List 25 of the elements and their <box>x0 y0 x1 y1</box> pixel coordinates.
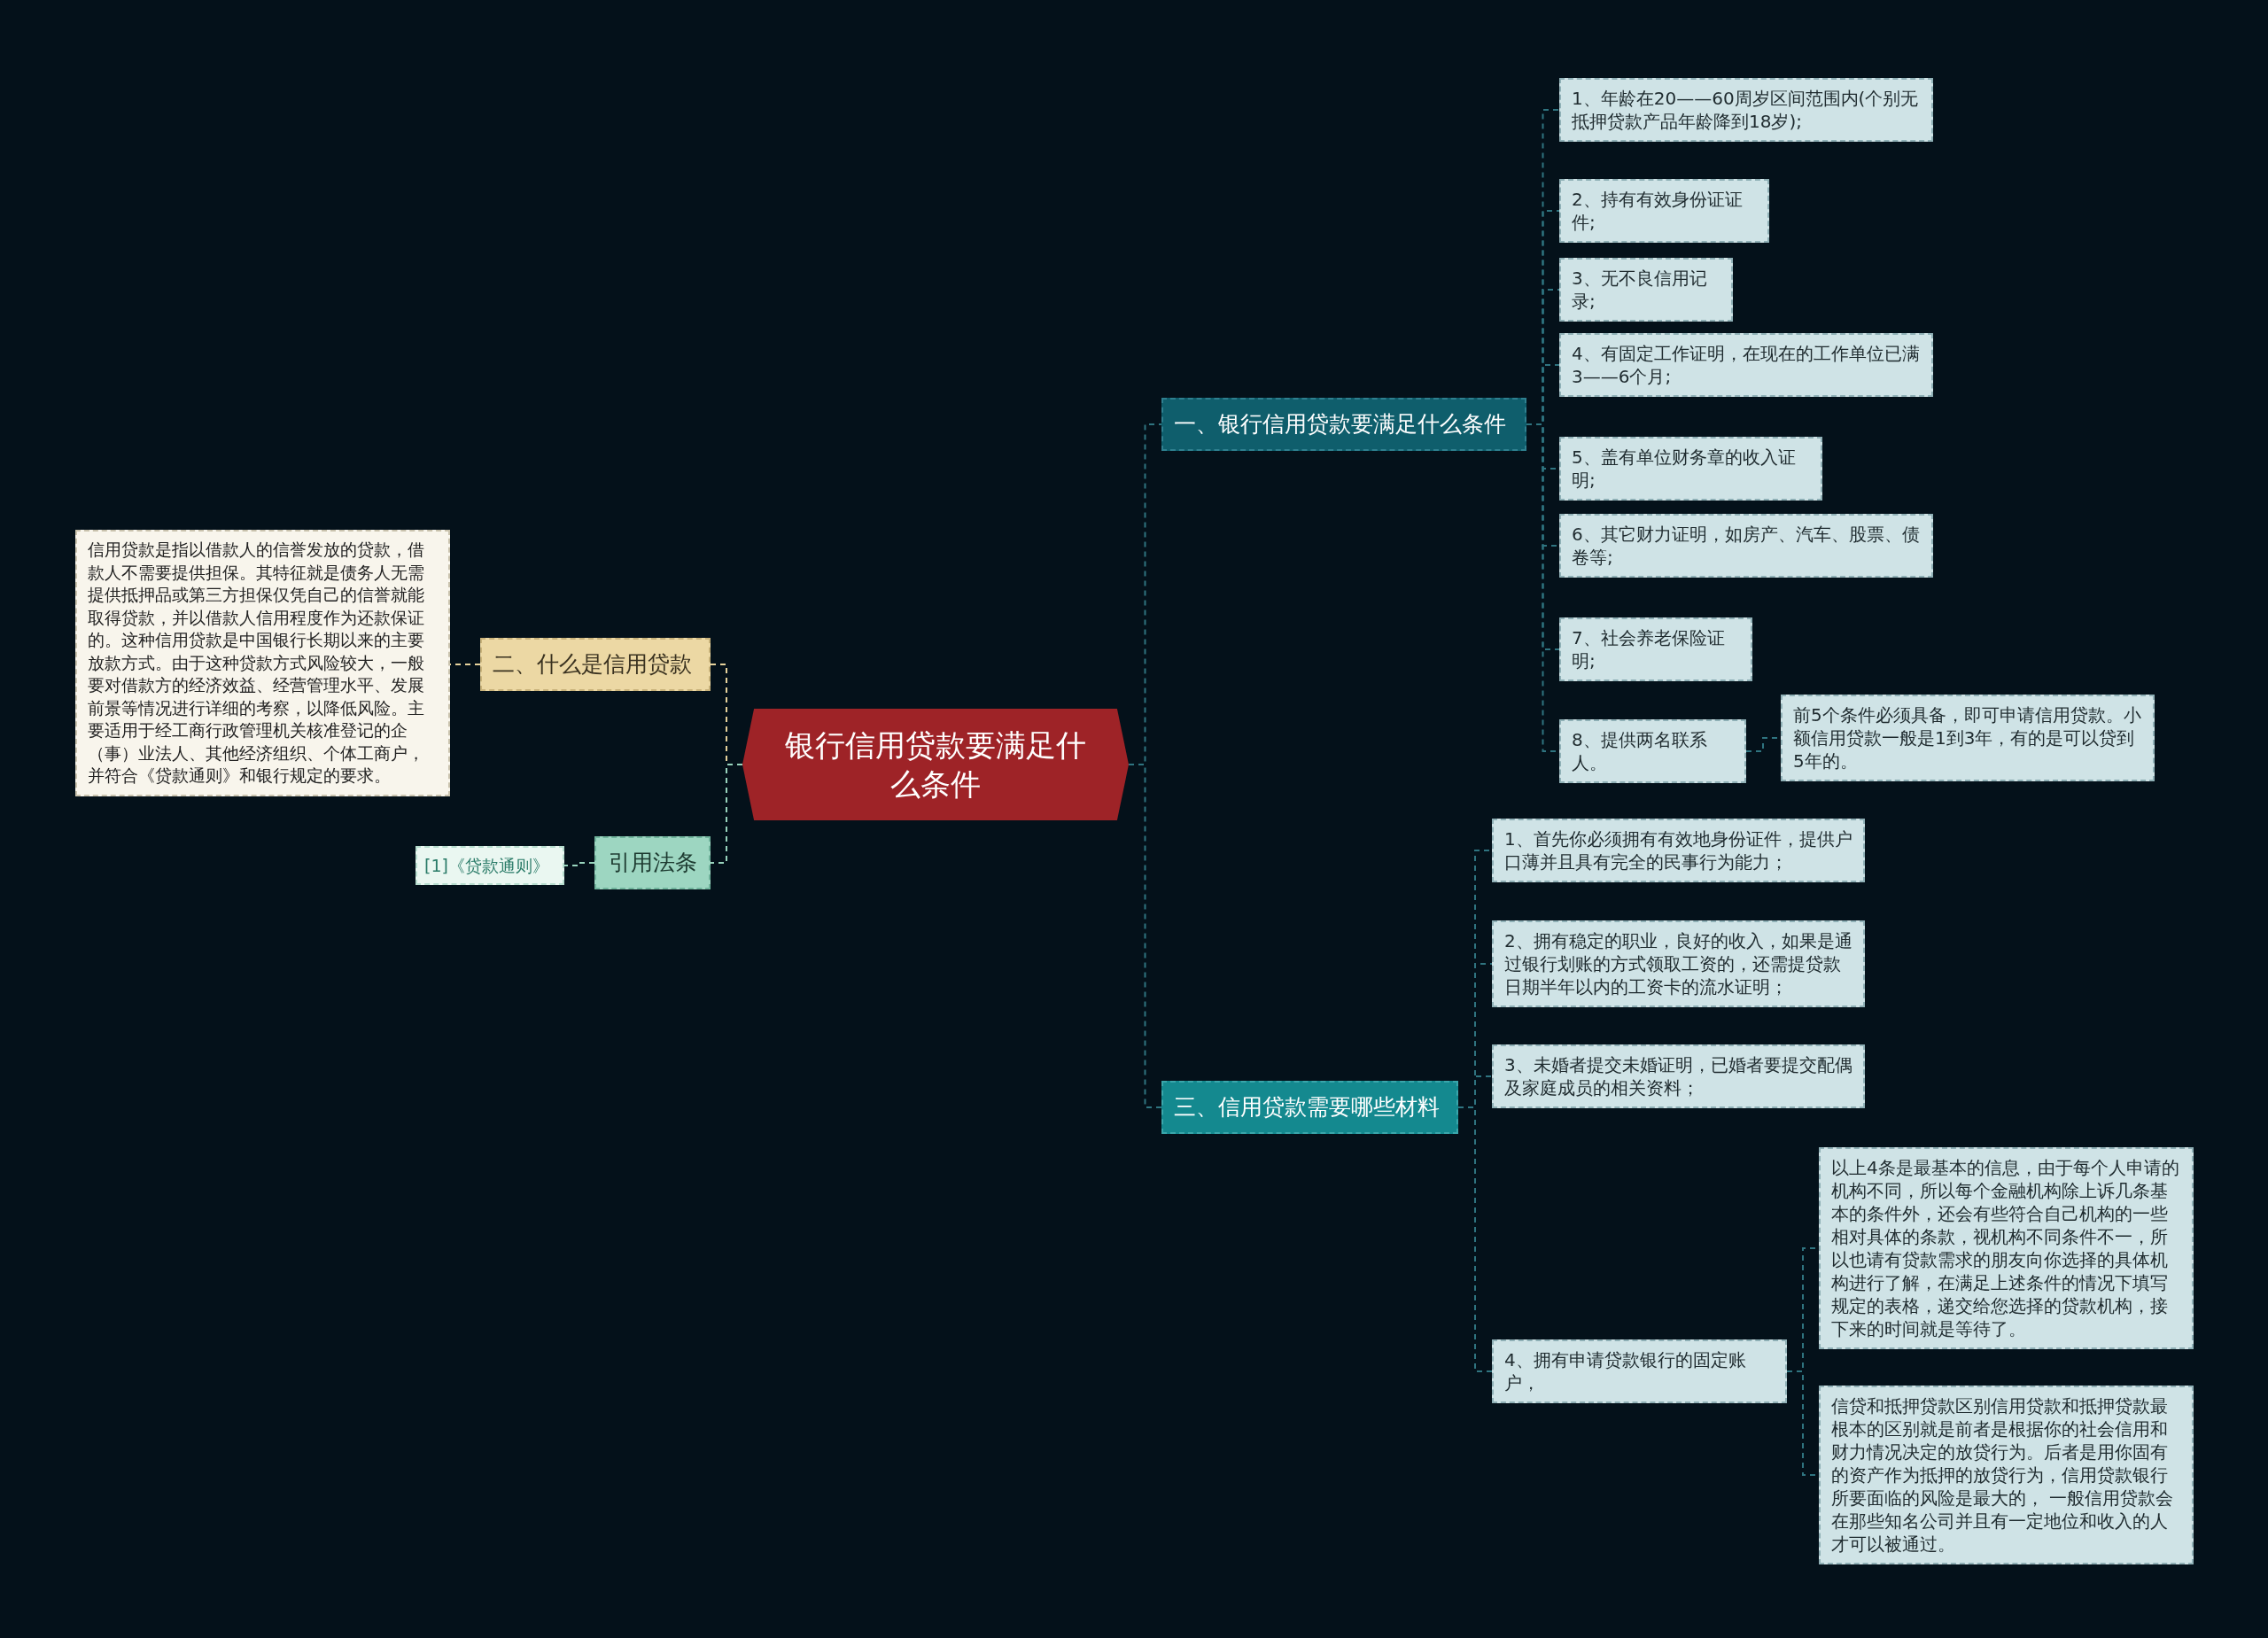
description-box: 信用贷款是指以借款人的信誉发放的贷款，借款人不需要提供担保。其特征就是债务人无需提供抵押品或第三方担保仅凭自己的信誉就能取得贷款，并以借款人信用程度作为还款保证的。这种信用贷款是中国银行长期以来的主要放款方式。由于这种贷款方式风险较大，一般要对借款方的经济效益、经营管理水平、发展前景等情况进行详细的考察，以降低风险。主要适用于经工商行政管理机关核准登记的企（事）业法人、其他经济组织、个体工商户，并符合《贷款通则》和银行规定的要求。 <box>75 530 450 796</box>
material-item: 3、未婚者提交未婚证明，已婚者要提交配偶及家庭成员的相关资料； <box>1492 1044 1865 1108</box>
condition-item: 8、提供两名联系人。 <box>1559 719 1746 783</box>
material-item: 1、首先你必须拥有有效地身份证件，提供户口薄并且具有完全的民事行为能力； <box>1492 819 1865 882</box>
material-item: 4、拥有申请贷款银行的固定账户， <box>1492 1339 1787 1403</box>
condition-item: 6、其它财力证明，如房产、汽车、股票、债卷等; <box>1559 514 1933 578</box>
note-box: 以上4条是最基本的信息，由于每个人申请的机构不同，所以每个金融机构除上诉几条基本的条件外，还会有些符合自己机构的一些相对具体的条款，视机构不同条件不一，所以也请有贷款需求的朋友向你选择的具体机构进行了解，在满足上述条件的情况下填写规定的表格，递交给您选择的贷款机构，接下来的时间就是等待了。 <box>1819 1147 2194 1349</box>
connector-line <box>710 764 743 864</box>
reference-box: [1]《贷款通则》 <box>416 846 564 885</box>
condition-item: 5、盖有单位财务章的收入证明; <box>1559 437 1822 501</box>
condition-item: 4、有固定工作证明，在现在的工作单位已满3——6个月; <box>1559 333 1933 397</box>
branch-topic: 二、什么是信用贷款 <box>480 638 711 691</box>
central-topic: 银行信用贷款要满足什么条件 <box>742 709 1129 820</box>
note-box: 前5个条件必须具备，即可申请信用贷款。小额信用贷款一般是1到3年，有的是可以贷到5年的。 <box>1781 695 2155 781</box>
material-item: 2、拥有稳定的职业，良好的收入，如果是通过银行划账的方式领取工资的，还需提贷款日期半年以内的工资卡的流水证明； <box>1492 920 1865 1007</box>
condition-item: 3、无不良信用记录; <box>1559 258 1733 322</box>
note-box: 信贷和抵押贷款区别信用贷款和抵押贷款最根本的区别就是前者是根据你的社会信用和财力情况决定的放贷行为。后者是用你固有的资产作为抵押的放贷行为，信用贷款银行所要面临的风险是最大的， 一般信用贷款会在那些知名公司并且有一定地位和收入的人才可以被通过。 <box>1819 1386 2194 1564</box>
branch-topic: 一、银行信用贷款要满足什么条件 <box>1161 398 1526 451</box>
condition-item: 2、持有有效身份证证件; <box>1559 179 1769 243</box>
condition-item: 7、社会养老保险证明; <box>1559 617 1752 681</box>
connector-line <box>1457 1106 1493 1372</box>
condition-item: 1、年龄在20——60周岁区间范围内(个别无抵押贷款产品年龄降到18岁); <box>1559 78 1933 142</box>
connector-line <box>563 862 595 866</box>
branch-topic: 三、信用贷款需要哪些材料 <box>1161 1081 1458 1134</box>
branch-topic: 引用法条 <box>594 836 711 889</box>
